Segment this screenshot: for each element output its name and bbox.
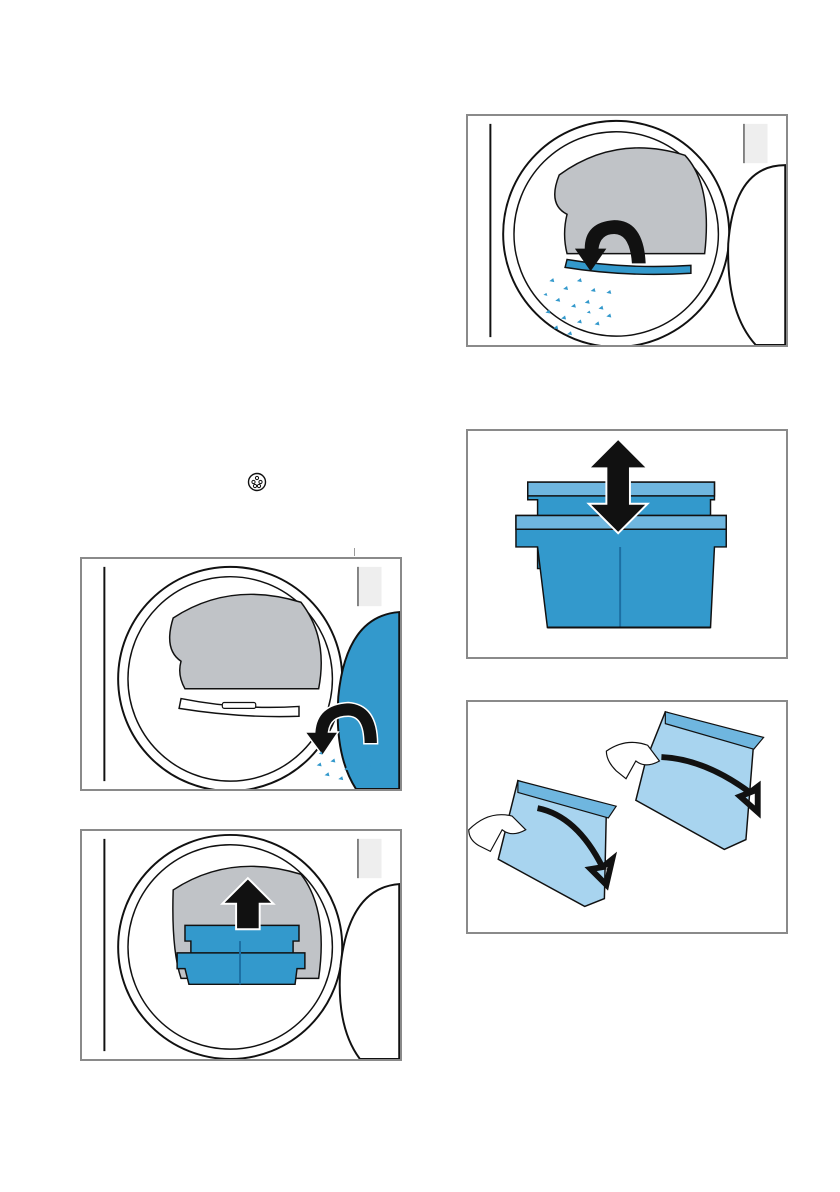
remove-filter-from-door-illustration (80, 829, 402, 1061)
empty-fluff-into-drum-illustration (466, 114, 788, 347)
filter-symbol-icon (247, 472, 267, 492)
open-filter-by-hand-illustration (466, 700, 788, 934)
open-door-with-fluff-illustration (80, 557, 402, 791)
lift-filter-insert-illustration (466, 429, 788, 659)
margin-tick (354, 548, 355, 556)
